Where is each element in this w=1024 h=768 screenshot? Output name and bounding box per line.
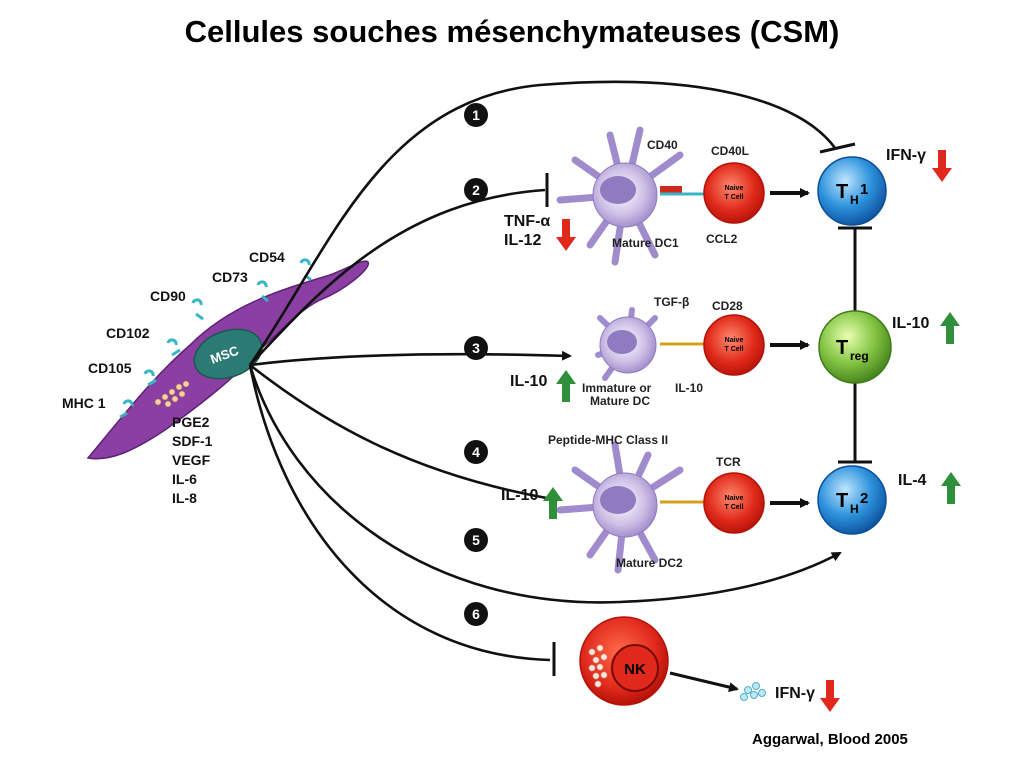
treg-up-arrow-icon xyxy=(940,312,960,344)
dc-imm-cd28-label: CD28 xyxy=(712,299,743,313)
pathway-5-line xyxy=(248,364,842,604)
dc1-cd40-label: CD40 xyxy=(647,138,678,152)
marker-cd90: CD90 xyxy=(150,288,186,304)
naive-t-cell-immature-dc: Naive T Cell xyxy=(703,314,765,376)
th1-cell: T H 1 xyxy=(817,156,887,226)
marker-mhc1: MHC 1 xyxy=(62,395,106,411)
svg-text:H: H xyxy=(850,193,859,207)
dc1-il12-label: IL-12 xyxy=(504,232,541,249)
dendritic-cell-immature xyxy=(595,307,705,381)
th1-cytokine-label: IFN-γ xyxy=(886,147,926,164)
secreted-sdf1: SDF-1 xyxy=(172,433,213,449)
pathway-1-line xyxy=(248,80,837,366)
dendritic-cell-dc1 xyxy=(556,126,705,266)
dc2-peptide-label: Peptide-MHC Class II xyxy=(548,433,668,447)
dc1-ccl2-label: CCL2 xyxy=(706,232,738,246)
dc2-label: Mature DC2 xyxy=(616,556,683,570)
pathway-2-line xyxy=(249,188,546,366)
dc-imm-il10-label: IL-10 xyxy=(675,381,703,395)
pathway-4-line xyxy=(249,363,560,504)
dc2-input-label: IL-10 xyxy=(501,487,538,504)
naive-t-cell-dc2: Naive T Cell xyxy=(703,472,765,534)
naive-t-cell-dc1: Naive T Cell xyxy=(703,162,765,224)
dc-imm-input-label: IL-10 xyxy=(510,373,547,390)
pathway-numbers: 1 2 3 4 5 6 xyxy=(464,103,488,626)
secreted-pge2: PGE2 xyxy=(172,414,210,430)
nk-cytokine-label: IFN-γ xyxy=(775,685,815,702)
marker-cd73: CD73 xyxy=(212,269,248,285)
svg-text:reg: reg xyxy=(850,349,869,363)
dc1-label: Mature DC1 xyxy=(612,236,679,250)
svg-text:1: 1 xyxy=(860,181,868,198)
pathway-number-1: 1 xyxy=(472,107,480,123)
msc-nucleus xyxy=(193,328,263,380)
dc-imm-up-arrow-icon xyxy=(556,370,576,402)
marker-cd105: CD105 xyxy=(88,360,132,376)
pathway-number-6: 6 xyxy=(472,606,480,622)
page-title: Cellules souches mésenchymateuses (CSM) xyxy=(184,14,840,49)
svg-text:Naive: Naive xyxy=(725,185,744,192)
th2-up-arrow-icon xyxy=(941,472,961,504)
svg-text:Naive: Naive xyxy=(725,337,744,344)
dendritic-cell-dc2 xyxy=(556,441,705,574)
marker-cd54: CD54 xyxy=(249,249,285,265)
svg-text:NK: NK xyxy=(624,661,646,678)
msc-receptors xyxy=(119,258,312,419)
secreted-il8: IL-8 xyxy=(172,490,197,506)
svg-text:T: T xyxy=(836,337,848,359)
arrow-nk-to-ifn xyxy=(669,671,739,693)
treg-cytokine-label: IL-10 xyxy=(892,315,929,332)
citation: Aggarwal, Blood 2005 xyxy=(752,731,908,748)
dc1-cd40l-label: CD40L xyxy=(711,144,749,158)
pathway-number-2: 2 xyxy=(472,182,480,198)
svg-text:T Cell: T Cell xyxy=(724,346,743,353)
th1-down-arrow-icon xyxy=(932,150,952,182)
nk-cell: NK xyxy=(579,616,669,706)
svg-text:H: H xyxy=(850,502,859,516)
secreted-vegf: VEGF xyxy=(172,452,211,468)
svg-text:Naive: Naive xyxy=(725,495,744,502)
pathway-number-5: 5 xyxy=(472,532,480,548)
pathway-number-4: 4 xyxy=(472,444,480,460)
dc-imm-tgf-label: TGF-β xyxy=(654,295,689,309)
pathway-lines xyxy=(248,80,856,676)
dc-imm-label-line2: Mature DC xyxy=(590,394,650,408)
dc2-tcr-label: TCR xyxy=(716,455,741,469)
svg-text:T Cell: T Cell xyxy=(724,504,743,511)
pathway-3-line xyxy=(249,350,572,367)
msc-cell: MSC xyxy=(86,258,369,460)
marker-cd102: CD102 xyxy=(106,325,150,341)
pathway-1-inhibit-bar xyxy=(819,142,856,154)
dc1-tnf-label: TNF-α xyxy=(504,213,550,230)
nk-down-arrow-icon xyxy=(820,680,840,712)
pathway-number-3: 3 xyxy=(472,340,480,356)
dc-imm-label-line1: Immature or xyxy=(582,381,652,395)
treg-cell: T reg xyxy=(818,310,892,384)
secreted-il6: IL-6 xyxy=(172,471,197,487)
th2-cell: T H 2 xyxy=(817,465,887,535)
ifn-particles-icon xyxy=(740,682,766,701)
svg-text:T: T xyxy=(836,181,848,203)
th2-cytokine-label: IL-4 xyxy=(898,472,927,489)
svg-text:2: 2 xyxy=(860,490,868,507)
svg-text:T: T xyxy=(836,490,848,512)
pathway-6-line xyxy=(248,364,551,662)
msc-granules xyxy=(154,380,190,408)
dc2-up-arrow-icon xyxy=(543,487,563,519)
dc1-down-arrow-icon xyxy=(556,219,576,251)
svg-text:T Cell: T Cell xyxy=(724,194,743,201)
